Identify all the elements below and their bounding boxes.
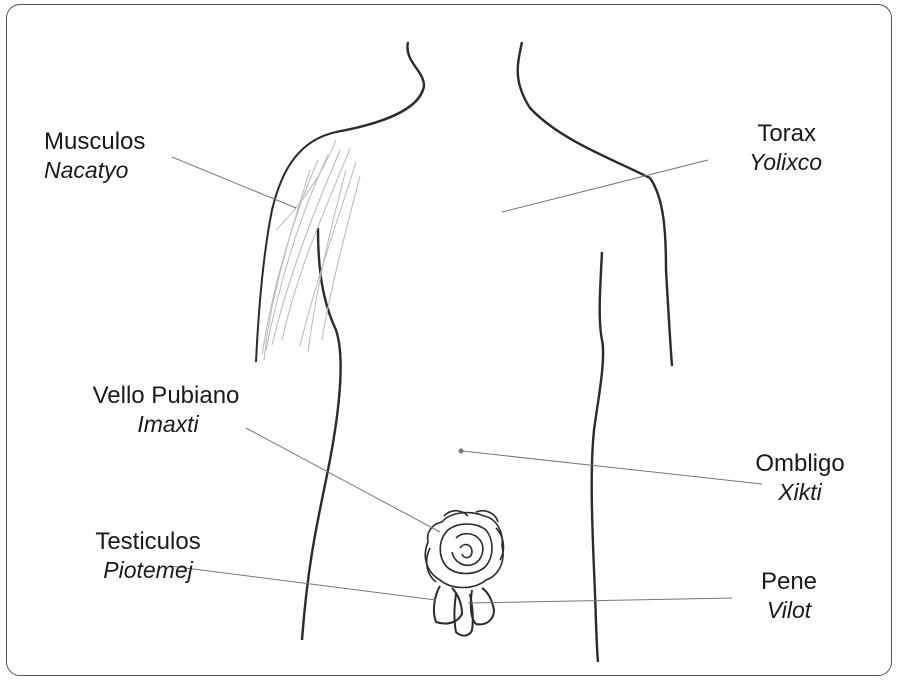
label-testiculos-es: Testiculos xyxy=(68,528,228,556)
label-pene: Pene Vilot xyxy=(744,568,834,624)
neck-right-outline xyxy=(518,42,650,178)
leader-vello xyxy=(246,428,440,532)
leader-ombligo xyxy=(462,451,762,484)
navel-dot xyxy=(459,449,464,454)
label-vello-es: Vello Pubiano xyxy=(58,382,274,410)
label-musculos-nah: Nacatyo xyxy=(44,156,145,184)
right-shoulder-outline xyxy=(650,178,672,366)
leader-torax xyxy=(502,160,708,212)
pubic-hair-drawing xyxy=(425,511,503,588)
label-musculos: Musculos Nacatyo xyxy=(44,128,145,184)
muscle-shading xyxy=(262,140,360,360)
genitals-drawing xyxy=(434,586,494,636)
label-testiculos-nah: Piotemej xyxy=(68,556,228,584)
label-vello-nah: Imaxti xyxy=(58,410,274,438)
label-torax-es: Torax xyxy=(712,120,822,148)
label-torax-nah: Yolixco xyxy=(712,148,822,176)
label-pene-es: Pene xyxy=(744,568,834,596)
label-ombligo-es: Ombligo xyxy=(744,450,856,478)
label-testiculos: Testiculos Piotemej xyxy=(68,528,228,584)
neck-left-outline xyxy=(336,42,424,132)
leader-pene xyxy=(468,598,732,603)
label-ombligo: Ombligo Xikti xyxy=(744,450,856,506)
label-vello: Vello Pubiano Imaxti xyxy=(58,382,274,438)
leader-lines xyxy=(170,157,762,603)
label-ombligo-nah: Xikti xyxy=(744,478,856,506)
label-musculos-es: Musculos xyxy=(44,128,145,156)
left-torso-outline xyxy=(302,228,341,640)
label-pene-nah: Vilot xyxy=(744,596,834,624)
leader-musculos xyxy=(172,157,296,208)
label-torax: Torax Yolixco xyxy=(712,120,822,176)
